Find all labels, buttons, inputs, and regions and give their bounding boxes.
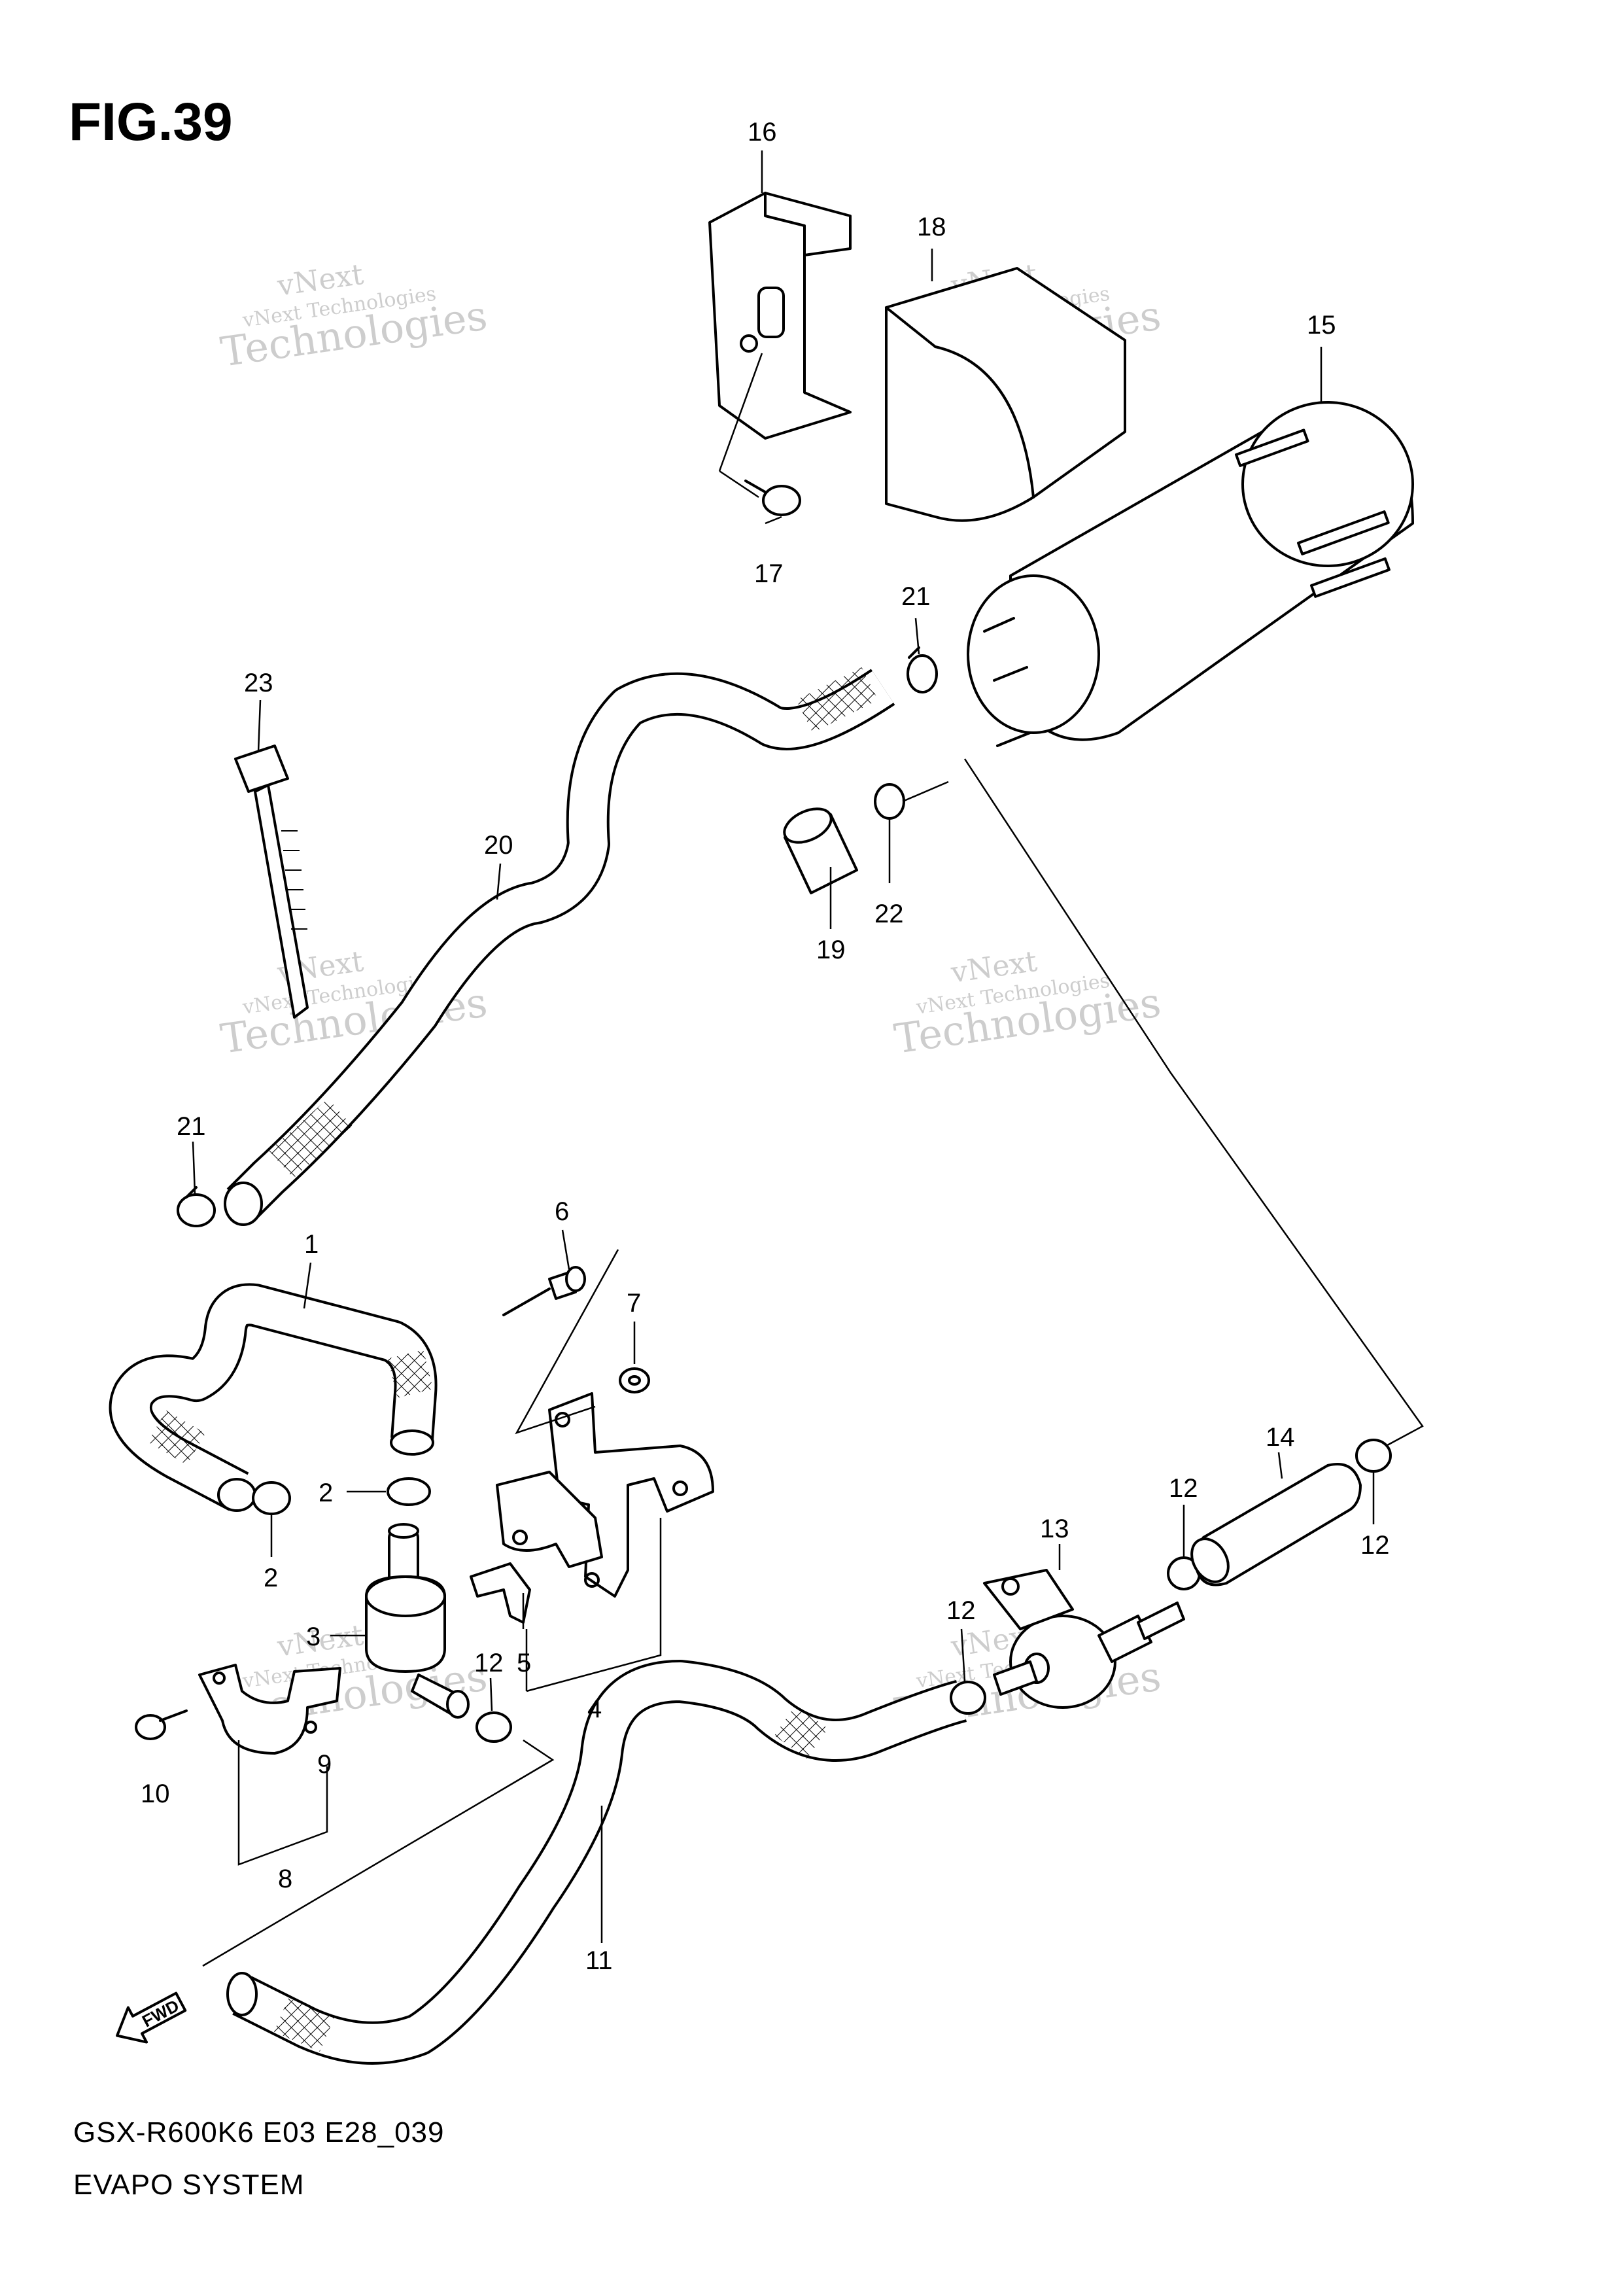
- part-13-valve: [983, 1569, 1185, 1709]
- leader-lines: [192, 150, 1375, 1943]
- section-name: EVAPO SYSTEM: [73, 2169, 305, 2201]
- callout-12: 12: [946, 1596, 976, 1625]
- callout-1: 1: [304, 1230, 319, 1259]
- callout-22: 22: [874, 900, 904, 928]
- callout-5: 5: [517, 1649, 531, 1677]
- part-3-valve: [365, 1523, 470, 1719]
- model-code: GSX-R600K6 E03 E28_039: [73, 2116, 445, 2148]
- part-4-bracket: [496, 1392, 714, 1598]
- callout-2: 2: [264, 1564, 278, 1592]
- callout-11: 11: [585, 1946, 613, 1975]
- part-7-washer: [619, 1367, 650, 1393]
- part-5-clip: [470, 1562, 531, 1624]
- callout-21: 21: [177, 1112, 206, 1141]
- part-21-clamp-left: [177, 1186, 216, 1227]
- leader-line: [902, 780, 949, 803]
- callout-14: 14: [1266, 1423, 1295, 1452]
- part-12-clamp-middle: [950, 1681, 986, 1715]
- leader-line: [718, 353, 763, 472]
- callout-9: 9: [317, 1750, 332, 1779]
- part-6-rivet: [502, 1266, 586, 1316]
- part-12-clamp-right-b: [1355, 1439, 1392, 1473]
- callout-13: 13: [1040, 1515, 1069, 1543]
- callout-20: 20: [484, 831, 513, 860]
- forward-arrow-icon: FWD: [116, 1991, 187, 2044]
- callout-labels: 16 18 15 17 21 23 20 22 19 21 6 1 7 14 1…: [141, 118, 1390, 1975]
- part-17-screw: [744, 480, 801, 516]
- callout-12: 12: [1169, 1474, 1198, 1503]
- callout-10: 10: [141, 1779, 170, 1808]
- figure-title: FIG.39: [69, 92, 233, 152]
- part-21-clamp-top: [907, 646, 938, 693]
- callout-8: 8: [278, 1865, 292, 1893]
- part-11-hose: [226, 1660, 967, 2065]
- leader-line: [515, 1249, 619, 1435]
- callout-6: 6: [555, 1197, 569, 1226]
- leader-line: [526, 1518, 662, 1692]
- leader-line: [963, 758, 1424, 1450]
- part-12-clamp-left: [475, 1711, 512, 1743]
- watermark: vNext Technologies vNext Technologies: [891, 945, 1164, 1063]
- leader-line: [202, 1739, 555, 1967]
- callout-16: 16: [748, 118, 777, 147]
- callout-17: 17: [754, 559, 784, 588]
- part-20-hose: [224, 667, 895, 1226]
- part-16-bracket: [708, 192, 852, 440]
- part-2-clamp-right: [387, 1477, 431, 1506]
- part-10-screw: [135, 1709, 188, 1740]
- part-15-canister: [967, 401, 1414, 747]
- callout-3: 3: [306, 1622, 320, 1651]
- callout-21: 21: [901, 582, 931, 611]
- callout-7: 7: [627, 1289, 641, 1318]
- part-22-clamp: [874, 783, 905, 820]
- callout-18: 18: [917, 213, 946, 241]
- callout-23: 23: [244, 669, 273, 697]
- part-18-cover: [885, 267, 1126, 522]
- part-1-hose: [109, 1283, 438, 1512]
- part-2-clamp-left: [252, 1481, 291, 1515]
- part-19-cap: [783, 807, 858, 894]
- watermark: vNext Technologies vNext Technologies: [218, 258, 490, 376]
- leader-line: [719, 470, 759, 499]
- callout-2: 2: [319, 1479, 333, 1507]
- callout-12: 12: [474, 1649, 504, 1677]
- part-23-strap: [234, 745, 309, 1019]
- leader-line: [237, 1740, 328, 1866]
- callout-4: 4: [587, 1694, 602, 1723]
- callout-15: 15: [1307, 311, 1336, 340]
- callout-19: 19: [816, 936, 846, 964]
- part-14-hose: [1190, 1463, 1362, 1586]
- callout-12: 12: [1360, 1531, 1390, 1560]
